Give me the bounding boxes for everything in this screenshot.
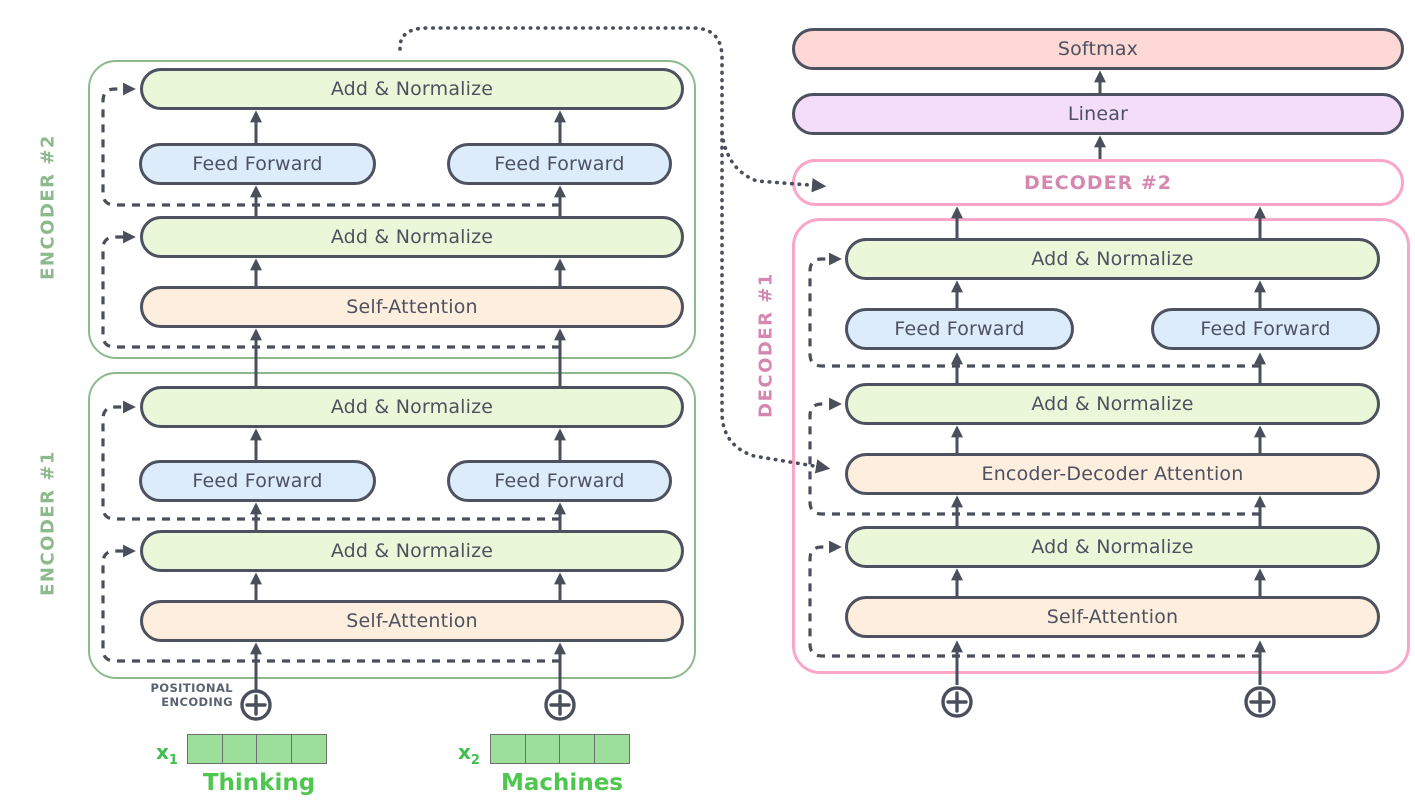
input2-variable-label: x2: [458, 740, 480, 768]
block-label: Self-Attention: [1046, 606, 1179, 628]
plus-circle-icon: [1244, 686, 1276, 718]
encoder2-feed-forward-left-block: Feed Forward: [139, 143, 376, 185]
block-label: Feed Forward: [494, 153, 625, 175]
block-label: Add & Normalize: [1031, 536, 1194, 558]
encoder1-self-attention-block: Self-Attention: [140, 600, 684, 642]
embedding-cell: [187, 734, 223, 764]
block-label: Linear: [1067, 103, 1129, 125]
decoder1-add-normalize-bottom-block: Add & Normalize: [845, 526, 1380, 568]
encoder1-side-label: ENCODER #1: [37, 450, 59, 596]
embedding-cell: [221, 734, 258, 764]
encoder2-side-label: ENCODER #2: [37, 134, 59, 280]
embedding-cell: [524, 734, 561, 764]
embedding-cell: [290, 734, 327, 764]
encoder2-add-normalize-top-block: Add & Normalize: [140, 68, 684, 110]
decoder1-encoder-decoder-attention-block: Encoder-Decoder Attention: [845, 453, 1380, 495]
encoder1-feed-forward-right-block: Feed Forward: [447, 460, 672, 502]
block-label: Self-Attention: [346, 610, 478, 632]
block-label: Add & Normalize: [330, 396, 494, 418]
block-label: Add & Normalize: [330, 78, 494, 100]
block-label: DECODER #2: [1024, 171, 1172, 194]
input1-embedding-vector: [187, 734, 327, 764]
positional-encoding-plus-icons: [240, 686, 1276, 721]
input1-word: Thinking: [202, 770, 316, 796]
decoder1-add-normalize-top-block: Add & Normalize: [845, 238, 1380, 280]
block-label: Add & Normalize: [1031, 248, 1194, 270]
block-label: Add & Normalize: [1031, 393, 1194, 415]
input1-variable-label: x1: [156, 740, 178, 768]
decoder1-feed-forward-left-block: Feed Forward: [845, 308, 1074, 350]
decoder1-add-normalize-mid-block: Add & Normalize: [845, 383, 1380, 425]
block-label: Feed Forward: [192, 153, 323, 175]
encoder2-self-attention-block: Self-Attention: [140, 286, 684, 328]
decoder1-self-attention-block: Self-Attention: [845, 596, 1380, 638]
block-label: Feed Forward: [192, 470, 323, 492]
decoder1-side-label: DECODER #1: [755, 272, 777, 418]
embedding-cell: [490, 734, 526, 764]
softmax-block: Softmax: [792, 28, 1404, 70]
block-label: Softmax: [1057, 38, 1139, 60]
input2-word: Machines: [501, 770, 623, 796]
embedding-cell: [593, 734, 630, 764]
encoder2-feed-forward-right-block: Feed Forward: [447, 143, 672, 185]
block-label: Feed Forward: [1200, 318, 1331, 340]
block-label: Self-Attention: [346, 296, 478, 318]
encoder2-add-normalize-bottom-block: Add & Normalize: [140, 216, 684, 258]
encoder1-add-normalize-top-block: Add & Normalize: [140, 386, 684, 428]
plus-circle-icon: [941, 686, 973, 718]
embedding-cell: [559, 734, 595, 764]
encoder1-add-normalize-bottom-block: Add & Normalize: [140, 530, 684, 572]
block-label: Encoder-Decoder Attention: [981, 463, 1244, 485]
encoder1-container: [88, 372, 696, 679]
encoder1-feed-forward-left-block: Feed Forward: [139, 460, 376, 502]
decoder2-collapsed-block: DECODER #2: [792, 159, 1404, 206]
plus-circle-icon: [240, 689, 272, 721]
decoder1-feed-forward-right-block: Feed Forward: [1151, 308, 1380, 350]
linear-block: Linear: [792, 93, 1404, 135]
block-label: Feed Forward: [894, 318, 1025, 340]
input2-embedding-vector: [490, 734, 630, 764]
plus-circle-icon: [544, 689, 576, 721]
block-label: Add & Normalize: [330, 540, 494, 562]
block-label: Feed Forward: [494, 470, 625, 492]
positional-encoding-label: POSITIONAL ENCODING: [150, 681, 233, 709]
embedding-cell: [256, 734, 292, 764]
block-label: Add & Normalize: [330, 226, 494, 248]
